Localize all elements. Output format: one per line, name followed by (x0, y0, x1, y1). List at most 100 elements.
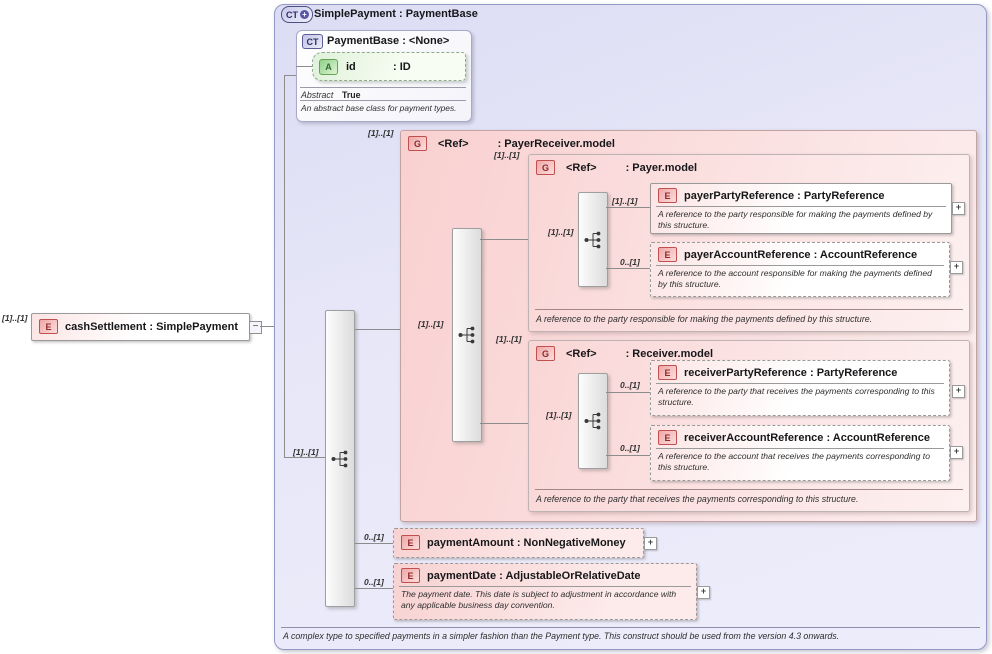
plus-icon: + (953, 446, 960, 456)
payer-seq-cardinality: [1]..[1] (548, 227, 574, 237)
connector-main-sequence (284, 457, 325, 458)
element-icon: E (658, 430, 677, 445)
element-title: paymentDate : AdjustableOrRelativeDate (427, 569, 641, 582)
expand-toggle[interactable]: + (697, 586, 710, 599)
plus-icon: + (700, 586, 707, 596)
element-annotation: A reference to the party that receives t… (658, 386, 935, 407)
payment-date-cardinality: 0..[1] (364, 577, 384, 587)
sequence-compositor-payer-receiver[interactable] (452, 228, 482, 442)
element-annotation: A reference to the account responsible f… (658, 268, 932, 289)
receiver-party-cardinality: 0..[1] (620, 380, 640, 390)
group-footer-separator (535, 309, 963, 310)
group-icon: G (536, 346, 555, 361)
expand-toggle[interactable]: + (950, 446, 963, 459)
attribute-name: id (346, 60, 356, 73)
element-title: cashSettlement : SimplePayment (65, 320, 239, 333)
sequence-compositor-payer[interactable] (578, 192, 608, 287)
connector-inheritance-top (284, 75, 296, 76)
connector-attribute (296, 66, 312, 67)
connector-payer-party (606, 207, 650, 208)
expand-toggle[interactable]: + (952, 385, 965, 398)
plus-icon: + (953, 261, 960, 271)
element-separator (656, 206, 946, 207)
group-type: : PayerReceiver.model (497, 137, 615, 150)
element-separator (656, 448, 944, 449)
element-icon: E (401, 568, 420, 583)
group-type: : Receiver.model (625, 347, 714, 360)
payer-receiver-seq-cardinality: [1]..[1] (418, 319, 444, 329)
expand-toggle[interactable]: + (644, 537, 657, 550)
connector-payer-account (606, 268, 650, 269)
element-separator (399, 586, 691, 587)
element-icon: E (658, 188, 677, 203)
connector-inheritance-vertical (284, 75, 285, 458)
element-title: payerAccountReference : AccountReference (684, 248, 918, 261)
base-annotation: An abstract base class for payment types… (301, 103, 457, 113)
base-separator-1 (300, 87, 466, 88)
group-ref: <Ref> (566, 347, 597, 360)
element-title: receiverPartyReference : PartyReference (684, 366, 898, 379)
payer-receiver-group-cardinality: [1]..[1] (368, 128, 394, 138)
sequence-icon (458, 326, 475, 344)
minus-icon: − (252, 321, 259, 332)
payer-party-cardinality: [1]..[1] (612, 196, 638, 206)
sequence-compositor-main[interactable] (325, 310, 355, 607)
plus-icon: + (955, 202, 962, 212)
container-footer-annotation: A complex type to specified payments in … (283, 631, 840, 641)
element-payerPartyReference[interactable]: E payerPartyReference : PartyReference A… (650, 183, 952, 234)
element-icon: E (658, 365, 677, 380)
element-title: receiverAccountReference : AccountRefere… (684, 431, 930, 444)
element-separator (656, 265, 944, 266)
group-footer-separator (535, 489, 963, 490)
element-separator (656, 383, 944, 384)
sequence-icon (584, 231, 601, 248)
complex-type-badge[interactable]: CT + (281, 6, 313, 23)
abstract-value: True (342, 90, 361, 100)
base-separator-2 (300, 100, 466, 101)
connector-root (260, 326, 274, 327)
base-type-title: PaymentBase : <None> (327, 35, 450, 47)
connector-payment-date (355, 588, 393, 589)
plus-icon: + (647, 537, 654, 547)
element-title: payerPartyReference : PartyReference (684, 189, 885, 202)
element-receiverAccountReference[interactable]: E receiverAccountReference : AccountRefe… (650, 425, 950, 481)
main-sequence-cardinality: [1]..[1] (293, 447, 319, 457)
collapse-toggle[interactable]: − (249, 321, 262, 334)
attribute-type: : ID (393, 60, 411, 73)
expand-toggle[interactable]: + (952, 202, 965, 215)
connector-payment-amount (355, 543, 393, 544)
attribute-icon: A (319, 58, 338, 75)
connector-receiver-party (606, 392, 650, 393)
element-paymentAmount[interactable]: E paymentAmount : NonNegativeMoney (393, 528, 644, 558)
abstract-label: Abstract (301, 90, 334, 100)
sequence-compositor-receiver[interactable] (578, 373, 608, 469)
element-icon: E (401, 535, 420, 550)
group-icon: G (536, 160, 555, 175)
base-type-badge: CT (302, 34, 323, 49)
group-footer-annotation: A reference to the party responsible for… (536, 314, 873, 324)
plus-icon: + (300, 10, 309, 19)
container-title: SimplePayment : PaymentBase (314, 8, 478, 20)
sequence-icon (584, 412, 601, 430)
plus-icon: + (955, 385, 962, 395)
element-receiverPartyReference[interactable]: E receiverPartyReference : PartyReferenc… (650, 360, 950, 416)
container-footer-separator (281, 627, 980, 628)
element-annotation: A reference to the account that receives… (658, 451, 930, 472)
group-type: : Payer.model (625, 161, 698, 174)
element-payerAccountReference[interactable]: E payerAccountReference : AccountReferen… (650, 242, 950, 297)
receiver-account-cardinality: 0..[1] (620, 443, 640, 453)
element-icon: E (658, 247, 677, 262)
element-annotation: A reference to the party responsible for… (658, 209, 933, 230)
element-cashSettlement[interactable]: E cashSettlement : SimplePayment (31, 313, 250, 341)
attribute-id[interactable]: A id : ID (312, 52, 466, 81)
receiver-group-cardinality: [1]..[1] (496, 334, 522, 344)
payer-group-cardinality: [1]..[1] (494, 150, 520, 160)
payer-account-cardinality: 0..[1] (620, 257, 640, 267)
element-paymentDate[interactable]: E paymentDate : AdjustableOrRelativeDate… (393, 563, 697, 620)
element-annotation: The payment date. This date is subject t… (401, 589, 677, 610)
expand-toggle[interactable]: + (950, 261, 963, 274)
sequence-icon (331, 450, 348, 467)
group-icon: G (408, 136, 427, 151)
element-icon: E (39, 319, 58, 334)
ct-badge-label: CT (286, 9, 298, 20)
